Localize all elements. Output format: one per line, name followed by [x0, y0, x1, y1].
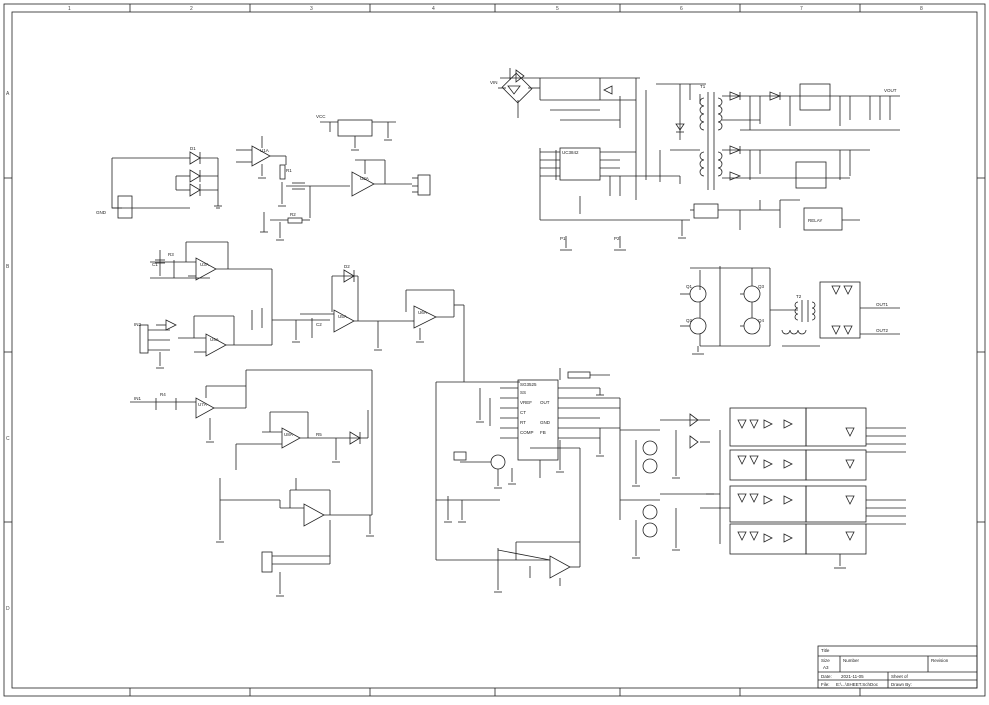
label-r1: R1	[286, 168, 292, 173]
row-label-c: C	[6, 436, 10, 442]
label-q1: Q1	[686, 284, 693, 289]
label-ic2: SG3525	[520, 382, 537, 387]
pin-out: OUT	[540, 400, 550, 405]
sheet-label: Sheet of	[891, 674, 909, 679]
title-block	[817, 645, 978, 689]
label-in2: IN2	[134, 322, 142, 327]
row-label-a: A	[6, 91, 10, 97]
date-value: 2021-11-05	[841, 674, 864, 679]
label-u8: U8A	[284, 432, 293, 437]
date-label: Date:	[821, 674, 832, 679]
col-label-8: 8	[920, 6, 923, 12]
revision-label: Revision	[931, 658, 949, 663]
label-d2: D2	[344, 264, 350, 269]
number-label: Number	[843, 658, 860, 663]
label-u1: U1A	[260, 148, 269, 153]
row-label-d: D	[6, 606, 10, 612]
label-c2: C2	[316, 322, 322, 327]
label-u4: U4A	[210, 337, 219, 342]
size-label: Size	[821, 658, 830, 663]
label-relay: RELAY	[808, 218, 822, 223]
col-label-5: 5	[556, 6, 559, 12]
pin-rt: RT	[520, 420, 526, 425]
col-label-4: 4	[432, 6, 435, 12]
label-p2: P2	[614, 236, 620, 241]
drawn-label: Drawn By:	[891, 682, 912, 687]
pin-ss: SS	[520, 390, 526, 395]
label-r3: R3	[168, 252, 174, 257]
label-u7: U7A	[198, 402, 207, 407]
label-vout: VOUT	[884, 88, 897, 93]
label-vin: VIN	[490, 80, 498, 85]
label-r4: R4	[160, 392, 166, 397]
label-q2: Q2	[686, 318, 693, 323]
controller-ic	[517, 379, 559, 461]
size-value: A3	[823, 665, 829, 670]
pin-vref: VREF	[520, 400, 532, 405]
col-label-1: 1	[68, 6, 71, 12]
pin-fb: FB	[540, 430, 546, 435]
label-u2: U2A	[360, 176, 369, 181]
pin-ct: CT	[520, 410, 526, 415]
outer-border	[3, 3, 986, 697]
label-t1: T1	[700, 84, 706, 89]
label-ic1: UC3842	[562, 150, 579, 155]
title-label: Title	[821, 648, 830, 653]
label-out2: OUT2	[876, 328, 888, 333]
label-vcc: VCC	[316, 114, 326, 119]
label-u5: U5A	[338, 314, 347, 319]
label-in1: IN1	[134, 396, 142, 401]
label-r2: R2	[290, 212, 296, 217]
label-p1: P1	[560, 236, 566, 241]
inner-border	[11, 11, 978, 689]
file-value: E:\...\SHEET.SchDoc	[836, 682, 879, 687]
label-out1: OUT1	[876, 302, 888, 307]
label-r5: R5	[316, 432, 322, 437]
col-label-3: 3	[310, 6, 313, 12]
label-c1: C1	[152, 262, 158, 267]
pin-gnd: GND	[540, 420, 551, 425]
label-t2: T2	[796, 294, 802, 299]
pin-comp: COMP	[520, 430, 534, 435]
label-u3: U3A	[200, 262, 209, 267]
label-u6: U6A	[418, 310, 427, 315]
label-q4: Q4	[758, 318, 765, 323]
col-label-2: 2	[190, 6, 193, 12]
file-label: File:	[821, 682, 830, 687]
label-gnd: GND	[96, 210, 107, 215]
col-label-6: 6	[680, 6, 683, 12]
row-label-b: B	[6, 264, 10, 270]
label-d1: D1	[190, 146, 196, 151]
label-q3: Q3	[758, 284, 765, 289]
col-label-7: 7	[800, 6, 803, 12]
